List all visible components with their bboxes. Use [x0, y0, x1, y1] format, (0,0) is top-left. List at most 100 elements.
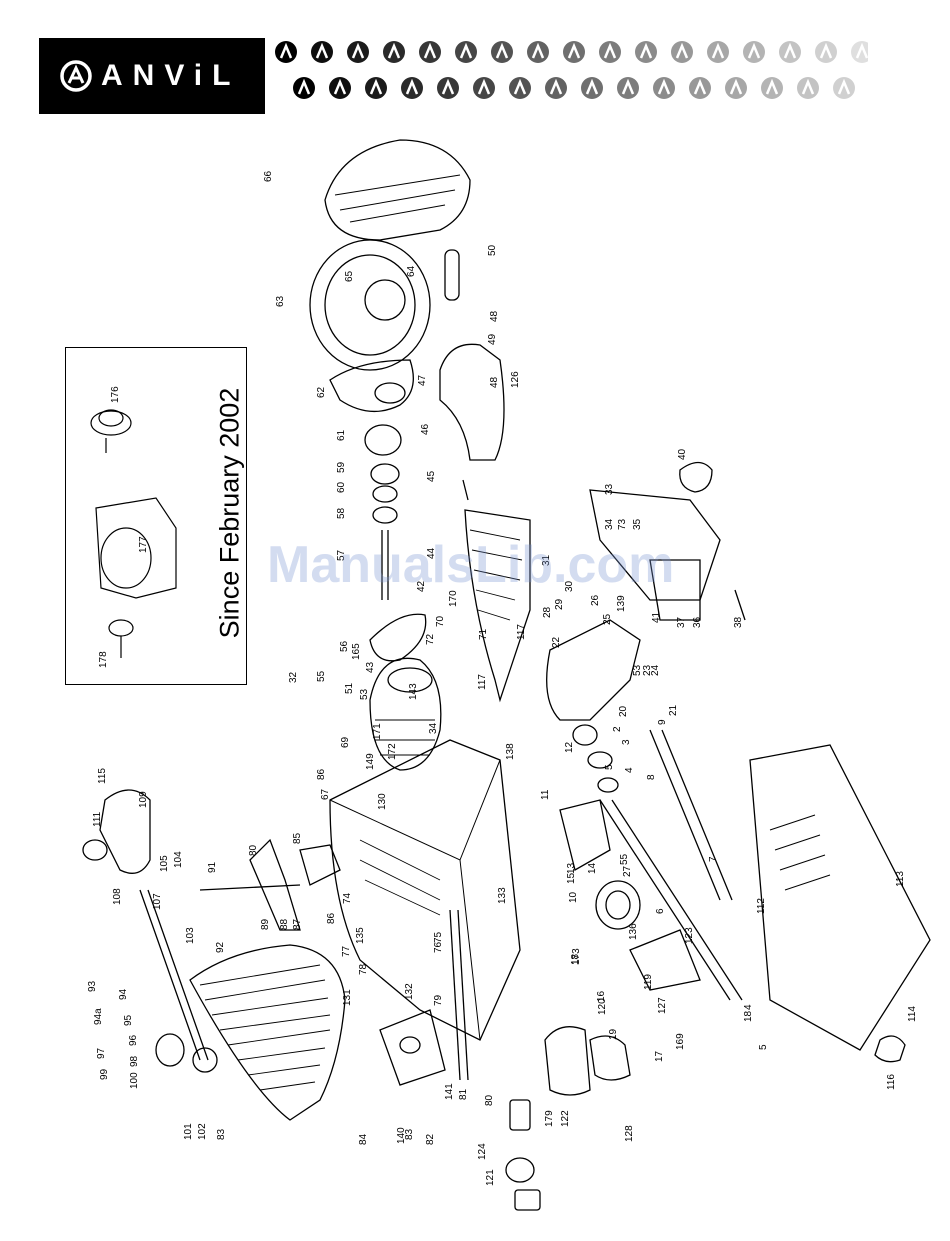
pattern-logo-icon: [509, 77, 531, 99]
part-number-label: 141: [444, 1083, 455, 1100]
part-number-label: 101: [183, 1123, 194, 1140]
part-number-label: 111: [92, 811, 103, 827]
part-number-label: 95: [123, 1014, 134, 1026]
pattern-logo-icon: [653, 77, 675, 99]
part-number-label: 31: [541, 554, 552, 566]
part-number-label: 22: [551, 636, 562, 648]
part-number-label: 114: [907, 1006, 918, 1022]
part-number-label: 64: [406, 265, 417, 277]
part-number-label: 10: [568, 891, 579, 903]
part-number-label: 72: [425, 633, 436, 645]
part-number-label: 82: [425, 1133, 436, 1145]
part-number-label: 73: [617, 518, 628, 530]
part-number-label: 80: [248, 844, 259, 856]
part-number-label: 98: [129, 1055, 140, 1067]
part-number-label: 169: [675, 1033, 686, 1050]
pattern-logo-icon: [527, 41, 549, 63]
part-number-label: 102: [197, 1123, 208, 1140]
part-number-label: 55: [619, 853, 630, 865]
sharpener-arm: [439, 343, 505, 461]
pattern-logo-icon: [851, 41, 868, 63]
part-number-label: 29: [554, 598, 565, 610]
part-number-label: 107: [152, 893, 163, 910]
part-number-label: 173: [571, 948, 582, 965]
part-number-label: 14: [587, 862, 598, 874]
part-number-label: 133: [497, 887, 508, 904]
part-number-label: 49: [487, 333, 498, 345]
part-number-label: 96: [128, 1034, 139, 1046]
part-number-label: 24: [650, 664, 661, 676]
pattern-logo-icon: [707, 41, 729, 63]
part-number-label: 2: [612, 726, 623, 732]
part-number-label: 132: [404, 983, 415, 1000]
part-number-label: 37: [676, 616, 687, 628]
inset-box: 176 177 178: [65, 347, 247, 685]
part-number-label: 45: [426, 470, 437, 482]
part-number-label: 16: [596, 990, 607, 1002]
part-number-label: 136: [628, 923, 639, 940]
shaft-50: [444, 249, 460, 301]
part-number-label: 48: [489, 376, 500, 388]
part-number-label: 53: [632, 664, 643, 676]
drive-belt: [369, 613, 427, 662]
part-number-label: 124: [477, 1143, 488, 1160]
part-number-label: 103: [185, 927, 196, 944]
pattern-logo-icon: [797, 77, 819, 99]
part-number-label: 51: [344, 682, 355, 694]
part-number-label: 40: [677, 448, 688, 460]
pattern-logo-icon: [581, 77, 603, 99]
part-number-label: 74: [342, 892, 353, 904]
part-number-label: 86: [316, 768, 327, 780]
part-number-label: 116: [886, 1074, 897, 1090]
part-number-label: 77: [341, 945, 352, 957]
part-number-label: 170: [448, 590, 459, 607]
pattern-logo-icon: [275, 41, 297, 63]
part-number-label: 48: [489, 310, 500, 322]
part-number-label: 113: [895, 871, 906, 887]
pattern-logo-icon: [815, 41, 837, 63]
part-number-label: 44: [426, 547, 437, 559]
pattern-logo-icon: [599, 41, 621, 63]
part-number-label: 18: [743, 1010, 754, 1022]
part-number-label: 121: [485, 1169, 496, 1186]
inset-caption: Since February 2002: [214, 387, 245, 639]
part-number-label: 86: [326, 912, 337, 924]
inset-label-176: 176: [110, 386, 121, 403]
part-number-label: 20: [618, 705, 629, 717]
pattern-logo-icon: [563, 41, 585, 63]
brand-name: ANViL: [101, 59, 241, 92]
part-number-label: 80: [484, 1094, 495, 1106]
part-number-label: 42: [416, 580, 427, 592]
gear-unit: [559, 799, 611, 871]
part-number-label: 83: [216, 1128, 227, 1140]
blade: [309, 239, 431, 371]
part-number-label: 105: [159, 855, 170, 872]
part-number-label: 165: [351, 643, 362, 660]
part-number-label: 126: [510, 371, 521, 388]
part-number-label: 117: [477, 674, 488, 690]
part-number-label: 7: [708, 856, 719, 862]
inset-label-178: 178: [98, 651, 109, 668]
part-number-label: 122: [560, 1110, 571, 1127]
part-number-label: 13: [566, 862, 577, 874]
watermark: ManualsLib.com: [267, 536, 675, 594]
part-number-label: 109: [138, 791, 149, 808]
part-number-label: 4: [743, 1004, 754, 1010]
part-number-label: 63: [275, 295, 286, 307]
part-number-label: 76: [433, 941, 444, 953]
food-tray: [189, 944, 346, 1121]
part-number-label: 139: [616, 595, 627, 612]
part-number-label: 112: [756, 898, 767, 914]
part-number-label: 38: [733, 616, 744, 628]
part-number-label: 46: [420, 423, 431, 435]
pattern-logo-icon: [401, 77, 423, 99]
part-number-label: 6: [655, 908, 666, 914]
part-number-label: 100: [129, 1072, 140, 1089]
pattern-logo-icon: [473, 77, 495, 99]
knob-40: [679, 461, 713, 493]
part-number-label: 9: [657, 719, 668, 725]
part-number-label: 36: [692, 616, 703, 628]
part-number-label: 59: [336, 461, 347, 473]
part-number-label: 17: [654, 1050, 665, 1062]
